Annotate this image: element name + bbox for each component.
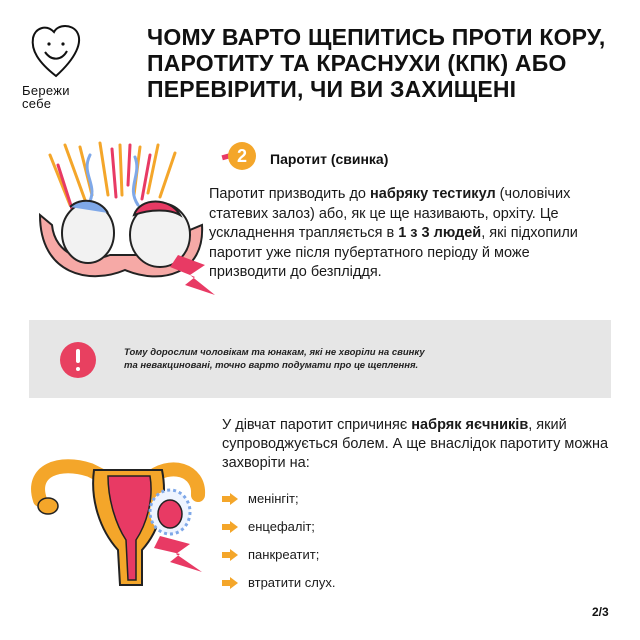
logo-line-1: Бережи (22, 83, 70, 98)
para1-text-2: (чоловічих статевих залоз) або, як це ще… (209, 186, 571, 241)
list-item: енцефаліт; (222, 516, 336, 544)
list-item-label: енцефаліт; (248, 519, 315, 534)
section-number-badge: 2 (221, 140, 258, 176)
note-box (29, 320, 611, 398)
logo-text: Бережи себе (22, 84, 70, 110)
arrow-right-icon (222, 493, 238, 505)
para2-bold-1: набряк яєчників (411, 417, 529, 433)
list-item-label: менінгіт; (248, 491, 299, 506)
para1-bold-1: набряку тестикул (370, 186, 496, 202)
heart-face-icon (31, 25, 81, 78)
page-number: 2/3 (592, 605, 609, 619)
para1-text-1: Паротит призводить до (209, 186, 370, 202)
para1-bold-2: 1 з 3 людей (398, 225, 482, 241)
exclamation-icon (60, 342, 96, 378)
logo-line-2: себе (22, 96, 52, 111)
logo: Бережи себе (22, 22, 94, 112)
para2-text-1: У дівчат паротит спричиняє (222, 417, 412, 433)
page-title: ЧОМУ ВАРТО ЩЕПИТИСЬ ПРОТИ КОРУ, ПАРОТИТУ… (147, 24, 606, 102)
arrow-right-icon (222, 521, 238, 533)
section-title: Паротит (свинка) (270, 151, 389, 167)
section-number: 2 (228, 142, 256, 170)
complications-list: менінгіт; енцефаліт; панкреатит; втратит… (222, 488, 336, 600)
note-line-1: Тому дорослим чоловікам та юнакам, які н… (124, 347, 425, 358)
testicles-illustration (30, 135, 220, 305)
arrow-right-icon (222, 577, 238, 589)
note-text: Тому дорослим чоловікам та юнакам, які н… (124, 346, 594, 372)
note-line-2: та невакциновані, точно варто подумати п… (124, 360, 419, 371)
paragraph-ovaries: У дівчат паротит спричиняє набряк яєчник… (222, 416, 622, 473)
paragraph-orchitis: Паротит призводить до набряку тестикул (… (209, 185, 609, 283)
list-item: менінгіт; (222, 488, 336, 516)
list-item: панкреатит; (222, 544, 336, 572)
list-item-label: втратити слух. (248, 575, 336, 590)
para2-text-2: , який супроводжується болем. А ще внасл… (222, 417, 609, 471)
uterus-illustration (30, 440, 210, 590)
list-item-label: панкреатит; (248, 547, 320, 562)
arrow-right-icon (222, 549, 238, 561)
para1-text-3: , які підхопили паротит уже після пуберт… (209, 225, 578, 280)
list-item: втратити слух. (222, 572, 336, 600)
